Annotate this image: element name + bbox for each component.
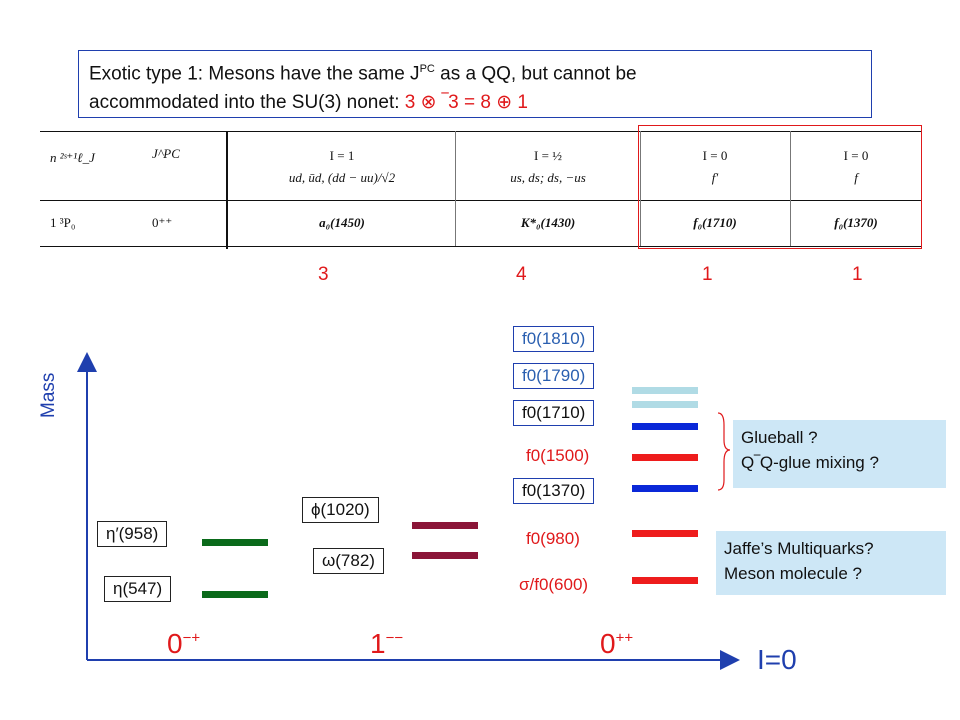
count-col1: 3 — [318, 264, 329, 285]
level-bar-f0-980 — [632, 530, 698, 537]
table-divider-3 — [790, 131, 791, 246]
header-col2-isospin: I = ½ — [534, 148, 562, 163]
level-bar-eta — [202, 591, 268, 598]
row-col3: f₀(1710) — [693, 215, 737, 230]
table-mid-rule — [40, 200, 922, 201]
table-bottom-rule — [40, 246, 922, 247]
brace-icon — [717, 412, 731, 491]
header-col3-content: f′ — [711, 170, 719, 185]
jpc-pseudoscalar: 0−+ — [167, 628, 201, 659]
level-bar-f0-1810 — [632, 387, 698, 394]
level-label-phi: ϕ(1020) — [302, 497, 379, 523]
level-bar-f0-1370 — [632, 485, 698, 492]
table-top-rule — [40, 131, 922, 132]
y-axis-label: Mass — [38, 372, 59, 418]
table-divider-1 — [455, 131, 456, 246]
multiquark-note: Jaffe’s Multiquarks? Meson molecule ? — [716, 531, 946, 595]
level-label-f0-1790: f0(1790) — [513, 363, 595, 389]
header-col3-isospin: I = 0 — [702, 148, 728, 163]
x-axis-label: I=0 — [757, 644, 797, 675]
header-col2-content: us, ds; ds, −us — [510, 170, 586, 185]
count-col2: 4 — [516, 264, 527, 285]
level-label-eta: η(547) — [104, 576, 172, 602]
table-divider-main — [226, 131, 228, 249]
singlet-highlight-frame — [638, 125, 922, 249]
level-label-f0-1370: f0(1370) — [513, 478, 595, 504]
row-col4: f₀(1370) — [834, 215, 878, 230]
row-jpc: 0⁺⁺ — [152, 215, 173, 230]
jpc-scalar: 0++ — [600, 628, 634, 659]
glueball-note: Glueball ? Q‾Q-glue mixing ? — [733, 420, 946, 488]
table-divider-2 — [640, 131, 641, 246]
count-col3: 1 — [702, 264, 713, 285]
header-state: n ²ˢ⁺¹ℓ_J — [50, 150, 95, 165]
row-col2: K*₀(1430) — [520, 215, 576, 230]
header-col4-isospin: I = 0 — [843, 148, 869, 163]
level-label-f0-1500: f0(1500) — [526, 446, 590, 465]
header-jpc: J^PC — [152, 146, 180, 161]
level-bar-omega — [412, 552, 478, 559]
level-label-eta-prime: η′(958) — [97, 521, 168, 547]
count-col4: 1 — [852, 264, 863, 285]
title-line-1: Exotic type 1: Mesons have the same JPC … — [89, 63, 637, 85]
title-box: Exotic type 1: Mesons have the same JPC … — [78, 50, 872, 118]
title-line-2: accommodated into the SU(3) nonet: 3 ⊗ ‾… — [89, 92, 528, 114]
level-bar-f0-1710 — [632, 423, 698, 430]
level-label-f0-1710: f0(1710) — [513, 400, 595, 426]
level-bar-f0-1500 — [632, 454, 698, 461]
header-col4-content: f — [854, 170, 858, 185]
header-col1-isospin: I = 1 — [329, 148, 355, 163]
row-col1: a₀(1450) — [319, 215, 365, 230]
level-label-omega: ω(782) — [313, 548, 384, 574]
level-label-sigma: σ/f0(600) — [519, 575, 589, 594]
level-bar-f0-1790 — [632, 401, 698, 408]
level-bar-eta-prime — [202, 539, 268, 546]
level-bar-phi — [412, 522, 478, 529]
level-label-f0-1810: f0(1810) — [513, 326, 595, 352]
row-state: 1 ³P₀ — [50, 215, 76, 230]
jpc-vector: 1−− — [370, 628, 404, 659]
header-col1-content: ud, ūd, (dd − uu)/√2 — [288, 170, 396, 185]
level-bar-sigma — [632, 577, 698, 584]
level-label-f0-980: f0(980) — [526, 529, 580, 548]
